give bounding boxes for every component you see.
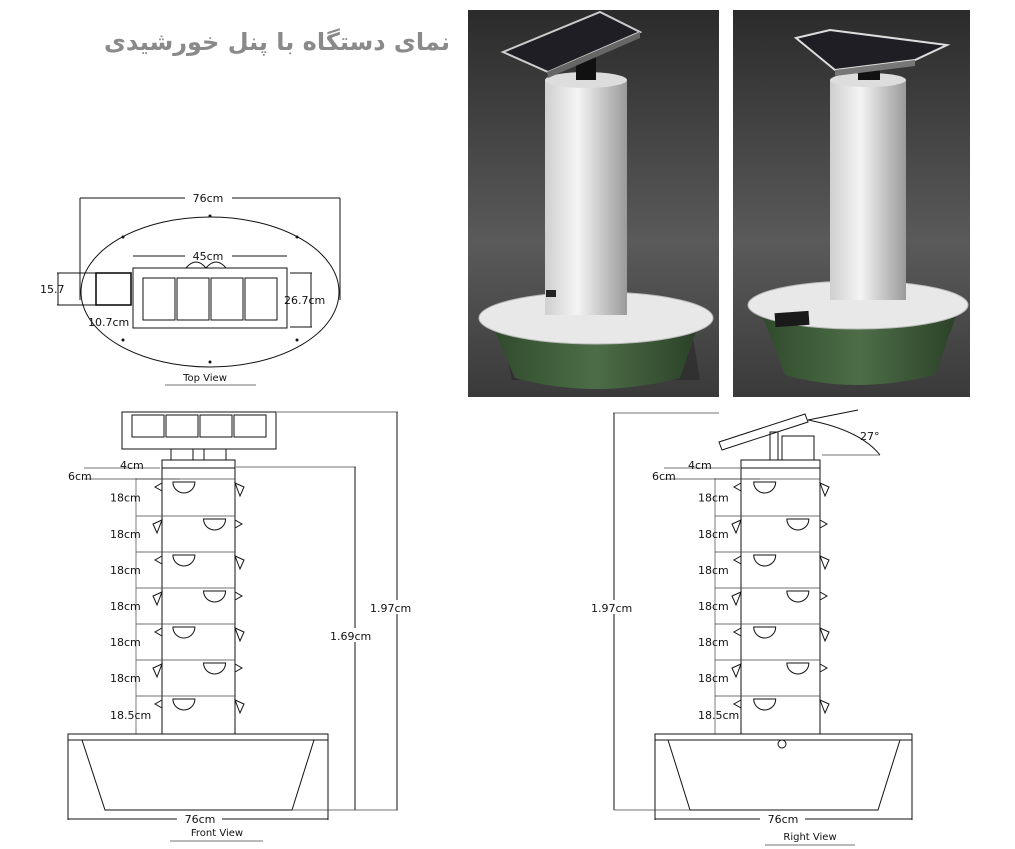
side-pocket xyxy=(234,663,244,673)
front-base-width-label: 76cm xyxy=(185,813,216,826)
right-top-gap-label: 4cm xyxy=(688,459,712,472)
side-pocket xyxy=(234,699,245,715)
side-pocket xyxy=(234,519,244,529)
solar-panel-front xyxy=(121,411,277,450)
planting-pocket xyxy=(172,554,196,567)
planting-pocket xyxy=(786,662,810,675)
side-pocket xyxy=(819,663,829,673)
planting-pocket xyxy=(203,662,227,675)
planting-pocket xyxy=(786,590,810,603)
top-view: 76cm 45cm 15.7 10.7cm 26.7cm Top View xyxy=(40,192,341,386)
tier-height-label: 18cm xyxy=(110,636,141,649)
box-height-label: 15.7 xyxy=(40,283,65,296)
front-view: 4cm 6cm 18cm 18cm 18cm 18cm 18cm 18cm 18.5cm 7… xyxy=(67,411,414,842)
side-pocket xyxy=(732,627,742,637)
tier-height-label: 18cm xyxy=(698,636,729,649)
control-box-top xyxy=(95,272,132,306)
side-pocket xyxy=(152,519,163,535)
side-pocket xyxy=(153,482,163,492)
front-tower-height-label: 1.69cm xyxy=(330,630,371,643)
tier-height-label: 18.5cm xyxy=(698,709,739,722)
planting-pocket xyxy=(753,554,777,567)
side-pocket xyxy=(819,627,830,643)
planting-pocket xyxy=(786,518,810,531)
render-front-photo xyxy=(468,10,719,397)
tier-height-label: 18cm xyxy=(110,528,141,541)
base-outline xyxy=(80,216,340,368)
front-top-gap-label: 4cm xyxy=(120,459,144,472)
box-width-label: 10.7cm xyxy=(88,316,129,329)
tier-height-label: 18cm xyxy=(110,564,141,577)
right-base-width-label: 76cm xyxy=(768,813,799,826)
tier-height-label: 18cm xyxy=(110,492,141,505)
side-pocket xyxy=(732,555,742,565)
planting-pocket xyxy=(753,698,777,711)
side-pocket xyxy=(234,555,245,571)
panel-width-label: 45cm xyxy=(193,250,224,263)
side-pocket xyxy=(819,519,829,529)
side-pocket xyxy=(819,555,830,571)
top-width-label: 76cm xyxy=(193,192,224,205)
front-view-label: Front View xyxy=(191,828,243,839)
tier-height-label: 18cm xyxy=(110,672,141,685)
front-total-height-label: 1.97cm xyxy=(370,602,411,615)
side-pocket xyxy=(234,591,244,601)
side-pocket xyxy=(731,519,742,535)
side-pocket xyxy=(234,482,245,498)
solar-panel-side xyxy=(718,413,809,451)
tier-height-label: 18cm xyxy=(110,600,141,613)
planting-pocket xyxy=(172,698,196,711)
right-first-gap-label: 6cm xyxy=(652,470,676,483)
tier-height-label: 18cm xyxy=(698,600,729,613)
front-first-gap-label: 6cm xyxy=(68,470,92,483)
side-pocket xyxy=(153,627,163,637)
planting-pocket xyxy=(172,626,196,639)
planting-pocket xyxy=(753,626,777,639)
panel-angle-label: 27° xyxy=(860,430,880,443)
side-pocket xyxy=(234,627,245,643)
side-pocket xyxy=(731,663,742,679)
right-view-label: Right View xyxy=(783,832,836,843)
side-pocket xyxy=(819,482,830,498)
page-title: نمای دستگاه با پنل خورشیدی xyxy=(103,28,450,56)
side-pocket xyxy=(732,699,742,709)
side-pocket xyxy=(819,591,829,601)
tier-height-label: 18cm xyxy=(698,564,729,577)
top-view-label: Top View xyxy=(182,373,227,384)
planting-pocket xyxy=(753,481,777,494)
side-pocket xyxy=(819,699,830,715)
right-view: 4cm 6cm 18cm 18cm 18cm 18cm 18cm 18cm 18.5cm 2… xyxy=(590,409,913,846)
tier-height-label: 18.5cm xyxy=(110,709,151,722)
planting-pocket xyxy=(172,481,196,494)
side-pocket xyxy=(153,555,163,565)
side-pocket xyxy=(732,482,742,492)
right-total-height-label: 1.97cm xyxy=(591,602,632,615)
side-pocket xyxy=(153,699,163,709)
tier-height-label: 18cm xyxy=(698,492,729,505)
side-pocket xyxy=(152,591,163,607)
planting-pocket xyxy=(203,590,227,603)
side-pocket xyxy=(731,591,742,607)
solar-panel-top xyxy=(132,267,288,329)
render-side-photo xyxy=(733,10,970,397)
tier-height-label: 18cm xyxy=(698,528,729,541)
side-pocket xyxy=(152,663,163,679)
tier-height-label: 18cm xyxy=(698,672,729,685)
planting-pocket xyxy=(203,518,227,531)
panel-depth-label: 26.7cm xyxy=(284,294,325,307)
